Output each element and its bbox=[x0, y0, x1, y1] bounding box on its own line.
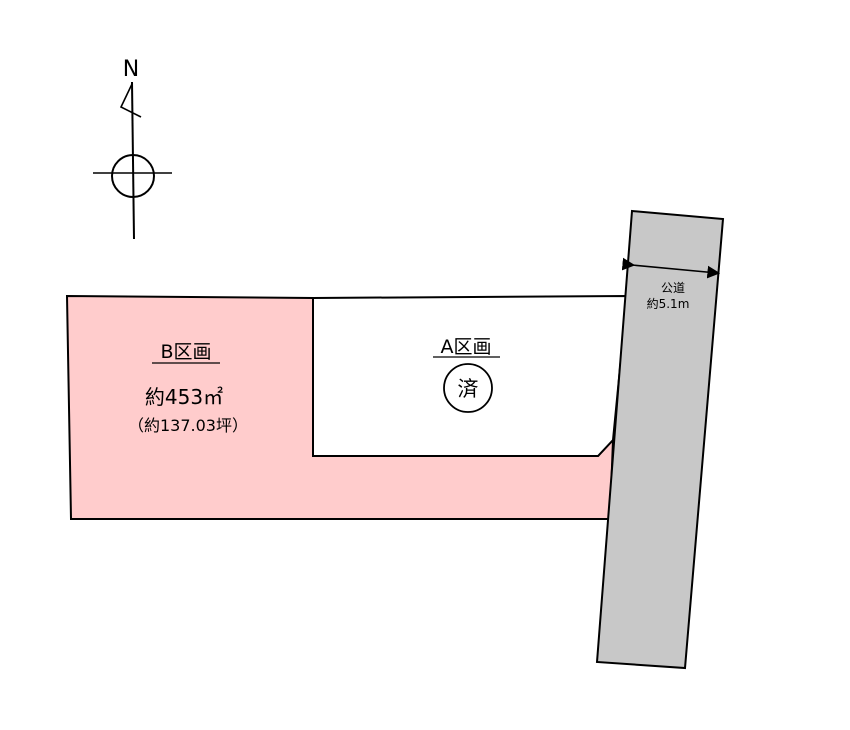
lot-b-name: B区画 bbox=[160, 341, 211, 363]
lot-a-shape[interactable] bbox=[312, 294, 629, 457]
north-compass: N bbox=[93, 57, 172, 240]
north-label: N bbox=[123, 57, 139, 82]
road-width-label: 約5.1m bbox=[647, 296, 690, 311]
road-label: 公道 bbox=[661, 281, 685, 295]
lot-b-area-tsubo: （約137.03坪） bbox=[128, 416, 248, 435]
status-stamp-circle bbox=[443, 363, 493, 413]
north-arrow-icon bbox=[119, 83, 142, 118]
compass-circle-icon bbox=[111, 154, 155, 198]
lot-a-name: A区画 bbox=[441, 336, 492, 358]
north-axis-line bbox=[131, 81, 135, 240]
road-width-arrow bbox=[621, 257, 721, 279]
lot-b-area-sqm: 約453㎡ bbox=[145, 385, 223, 409]
road-width-dimension: 公道 約5.1m bbox=[621, 257, 721, 311]
road-shape bbox=[595, 209, 725, 670]
lot-a-status-stamp: 済 bbox=[458, 377, 479, 401]
lot-b-labels: B区画 約453㎡ （約137.03坪） bbox=[128, 341, 248, 435]
lot-a-labels: A区画 済 bbox=[433, 336, 500, 413]
